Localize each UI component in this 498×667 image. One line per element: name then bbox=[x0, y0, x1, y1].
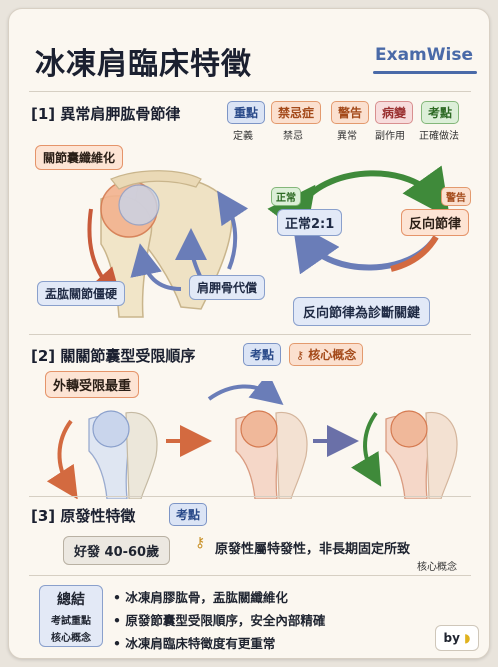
section-divider-2 bbox=[29, 496, 471, 497]
tag-sub-definition: 定義 bbox=[233, 131, 253, 142]
section-divider-3 bbox=[29, 575, 471, 576]
tag-key-point: 重點 bbox=[227, 101, 266, 124]
tag-section3-exam-point: 考點 bbox=[169, 503, 208, 526]
summary-bullet: • 原發節囊型受限順序，安全內部精確 bbox=[113, 613, 326, 628]
signature-badge: by ◗ bbox=[435, 625, 479, 651]
diagnostic-key-box: 反向節律為診斷關鍵 bbox=[293, 297, 431, 326]
callout-capsule-fibrosis: 關節囊纖維化 bbox=[35, 145, 124, 170]
summary-bullet: • 冰凍肩膠肱骨，盂肱關纖維化 bbox=[113, 590, 288, 605]
tag-sub-contraindication: 禁忌 bbox=[283, 131, 303, 142]
tag-warning: 警告 bbox=[331, 101, 370, 124]
signature-text: by bbox=[443, 631, 460, 645]
key-icon: ⚷ bbox=[195, 535, 206, 551]
page-title: 冰凍肩臨床特徵 bbox=[35, 47, 252, 82]
summary-heading: 總結 bbox=[57, 592, 85, 608]
section-1-title: [1] 異常肩胛肱骨節律 bbox=[31, 105, 181, 123]
restriction-sequence-illustration bbox=[46, 381, 458, 499]
age-range-box: 好發 40-60歲 bbox=[63, 536, 171, 565]
section-2-title: [2] 關關節囊型受限順序 bbox=[31, 347, 196, 365]
summary-list: • 冰凍肩膠肱骨，盂肱關纖維化 • 原發節囊型受限順序，安全內部精確 • 冰凍肩… bbox=[113, 587, 325, 652]
reverse-rhythm-box: 反向節律 bbox=[401, 209, 470, 236]
infographic-card: 冰凍肩臨床特徵 ExamWise [1] 異常肩胛肱骨節律 重點 禁忌症 警告 … bbox=[8, 8, 490, 659]
section-divider-1 bbox=[29, 334, 471, 335]
header-divider bbox=[29, 91, 471, 92]
tag-contraindication: 禁忌症 bbox=[271, 101, 322, 124]
tag-core-concept: ⚷ 核心概念 bbox=[289, 343, 364, 366]
summary-label-core: 核心概念 bbox=[51, 633, 91, 644]
callout-glenohumeral-stiffness: 盂肱關節僵硬 bbox=[37, 281, 126, 306]
tag-sub-correct-practice: 正確做法 bbox=[419, 131, 459, 142]
banana-icon: ◗ bbox=[464, 631, 471, 645]
tag-core-concept-label: 核心概念 bbox=[308, 348, 357, 362]
summary-bullet: • 冰凍肩臨床特徵度有更重常 bbox=[113, 636, 276, 651]
brand-underline bbox=[373, 71, 477, 74]
key-icon: ⚷ bbox=[296, 349, 305, 362]
normal-tag: 正常 bbox=[271, 187, 301, 206]
rhythm-cycle-diagram bbox=[267, 165, 450, 275]
tag-sub-abnormal: 異常 bbox=[337, 131, 357, 142]
callout-scapular-compensation: 肩胛骨代償 bbox=[189, 275, 266, 300]
normal-ratio-box: 正常2:1 bbox=[277, 209, 343, 236]
tag-section2-exam-point: 考點 bbox=[243, 343, 282, 366]
tag-sub-side-effect: 副作用 bbox=[375, 131, 405, 142]
idiopathic-statement: 原發性屬特發性，非長期固定所致 bbox=[215, 542, 411, 557]
summary-label-exam: 考試重點 bbox=[51, 616, 91, 627]
section-3-title: [3] 原發性特徵 bbox=[31, 507, 136, 525]
tag-exam-point: 考點 bbox=[421, 101, 460, 124]
tag-lesion: 病變 bbox=[375, 101, 414, 124]
warning-tag: 警告 bbox=[441, 187, 471, 206]
callout-external-rotation: 外轉受限最重 bbox=[45, 371, 140, 398]
statement-subtext: 核心概念 bbox=[417, 562, 457, 573]
brand-logo: ExamWise bbox=[375, 45, 473, 65]
summary-label-box: 總結 考試重點 核心概念 bbox=[39, 585, 103, 647]
